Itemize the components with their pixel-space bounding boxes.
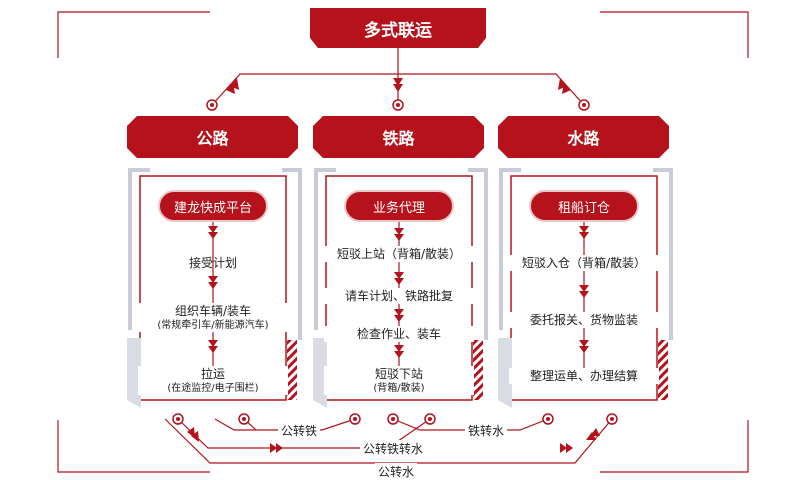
rail-step-3-text: 检查作业、装车 — [356, 327, 441, 341]
water-step-1-text: 短驳入仓（背箱/散装） — [521, 256, 647, 270]
column-header-water: 水路 — [498, 116, 669, 158]
rail-step-4: 短驳下站 (背箱/散装) — [324, 366, 474, 395]
bottom-node-dots — [176, 417, 614, 421]
diagram-title-text: 多式联运 — [364, 20, 432, 41]
column-frames — [127, 168, 673, 408]
column-header-road: 公路 — [127, 116, 298, 158]
road-step-3: 拉运 (在途监控/电子围栏) — [138, 366, 288, 395]
top-distribution — [211, 48, 585, 106]
connector-label-road-to-rail: 公转铁 — [278, 422, 321, 439]
road-start-pill: 建龙快成平台 — [158, 190, 268, 222]
water-step-3-text: 整理运单、办理结算 — [529, 369, 638, 383]
rail-start-pill: 业务代理 — [344, 190, 454, 222]
rail-step-2: 请车计划、铁路批复 — [324, 288, 474, 304]
rail-step-3: 检查作业、装车 — [324, 326, 474, 342]
water-step-2-text: 委托报关、货物监装 — [529, 313, 638, 327]
road-step-1-text: 接受计划 — [188, 256, 237, 270]
connector-label-rail-to-water: 铁转水 — [465, 422, 508, 439]
rail-step-1-text: 短驳上站（背箱/散装） — [336, 247, 462, 261]
road-step-3-text: 拉运 — [200, 367, 225, 381]
road-step-3-sub: (在途监控/电子围栏) — [167, 383, 259, 394]
top-arrow-heads — [226, 78, 571, 94]
column-header-road-text: 公路 — [196, 129, 229, 148]
frame-corners — [57, 11, 749, 473]
road-start-label: 建龙快成平台 — [173, 200, 252, 216]
connector-label-road-to-water: 公转水 — [375, 463, 418, 480]
water-start-label: 租船订仓 — [557, 200, 610, 216]
column-header-banners — [127, 116, 669, 158]
rail-start-label: 业务代理 — [372, 200, 425, 216]
rail-step-4-sub: (背箱/散装) — [373, 383, 425, 394]
connector-label-road-rail-water: 公转铁转水 — [360, 440, 427, 457]
water-step-2: 委托报关、货物监装 — [509, 312, 659, 328]
column-header-rail-text: 铁路 — [382, 129, 415, 148]
title-banner — [310, 8, 486, 48]
road-step-1: 接受计划 — [138, 255, 288, 271]
road-step-2-sub: (常规牵引车/新能源汽车) — [157, 320, 269, 331]
diagram-title: 多式联运 — [310, 8, 486, 48]
road-step-2: 组织车辆/装车 (常规牵引车/新能源汽车) — [138, 303, 288, 332]
column-flow-arrows — [208, 226, 589, 358]
column-header-water-text: 水路 — [567, 129, 600, 148]
rail-step-2-text: 请车计划、铁路批复 — [344, 289, 453, 303]
rail-step-4-text: 短驳下站 — [374, 367, 423, 381]
top-node-dots — [210, 103, 586, 107]
column-header-rail: 铁路 — [313, 116, 484, 158]
water-step-1: 短驳入仓（背箱/散装） — [509, 255, 659, 271]
water-start-pill: 租船订仓 — [529, 190, 639, 222]
road-step-2-text: 组织车辆/装车 — [174, 304, 252, 318]
rail-step-1: 短驳上站（背箱/散装） — [324, 246, 474, 262]
water-step-3: 整理运单、办理结算 — [509, 368, 659, 384]
